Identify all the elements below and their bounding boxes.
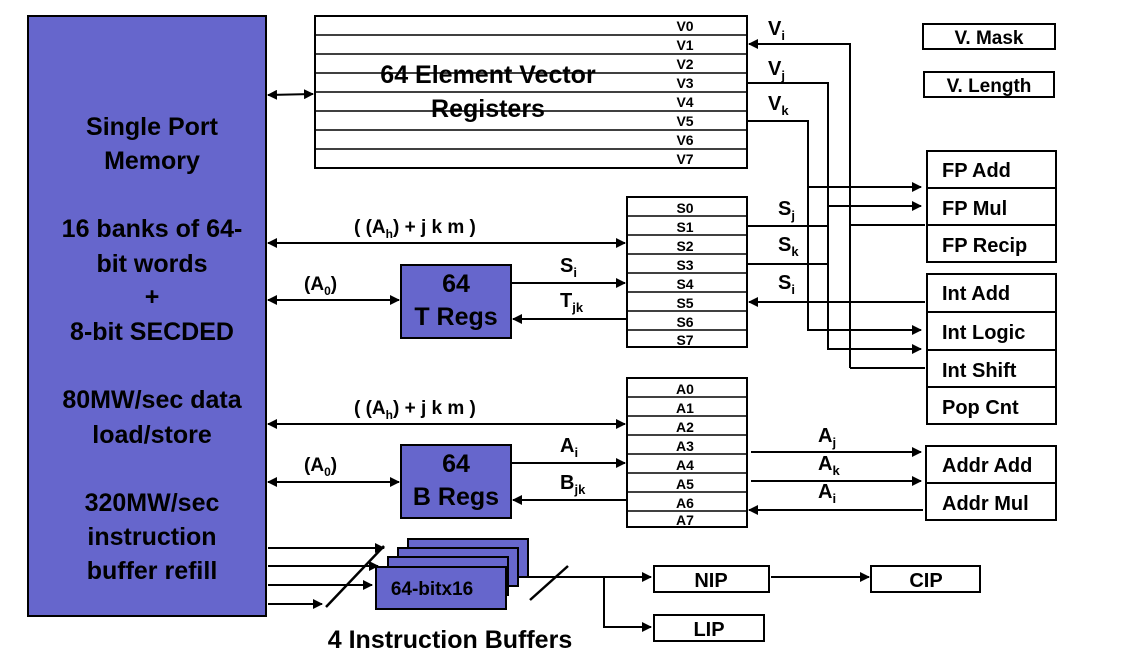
memory-plus: +: [145, 283, 160, 311]
vreg-row: V6: [676, 132, 693, 148]
sreg-row: S6: [676, 314, 693, 330]
memory-secded: 8-bit SECDED: [70, 318, 234, 346]
v-length-box: [923, 71, 1055, 98]
vk-label: Vk: [768, 93, 789, 118]
int-logic-label: Int Logic: [942, 322, 1025, 344]
s-registers: S0 S1 S2 S3 S4 S5 S6 S7: [626, 196, 748, 348]
memory-rate-1: 80MW/sec data: [62, 386, 242, 414]
vreg-row: V3: [676, 75, 693, 91]
instruction-buffers-caption: 4 Instruction Buffers: [328, 626, 572, 654]
addr-units: Addr Add Addr Mul: [925, 445, 1057, 521]
vreg-row: V4: [676, 94, 693, 110]
areg-row: A6: [676, 495, 694, 511]
vector-registers: V0 V1 V2 V3 V4 V5 V6 V7 64 Element Vecto…: [314, 15, 748, 169]
memory-title-2: Memory: [104, 147, 200, 175]
t-regs-block: [400, 264, 512, 339]
vreg-row: V5: [676, 113, 693, 129]
b-regs-count: 64: [442, 450, 470, 478]
lip-label: LIP: [693, 619, 724, 641]
sreg-row: S2: [676, 238, 693, 254]
areg-row: A2: [676, 419, 694, 435]
sk-label: Sk: [778, 234, 799, 259]
vreg-row: V2: [676, 56, 693, 72]
vreg-title-1: 64 Element Vector: [380, 61, 596, 89]
ai-label: Ai: [818, 481, 836, 506]
sreg-row: S3: [676, 257, 693, 273]
aj-label: Aj: [818, 425, 836, 450]
memory-rate-2: load/store: [92, 421, 212, 449]
memory-title-1: Single Port: [86, 113, 219, 141]
areg-row: A1: [676, 400, 694, 416]
memory-banks-2: bit words: [96, 250, 207, 278]
v-length-label: V. Length: [947, 76, 1032, 97]
b-a0-bus-label: (A0): [304, 455, 337, 479]
t-regs-count: 64: [442, 270, 470, 298]
cip-box: [870, 565, 981, 593]
t-regs-label: T Regs: [414, 303, 497, 331]
addr-add-label: Addr Add: [942, 455, 1032, 477]
vreg-row: V0: [676, 18, 693, 34]
lip-box: [653, 614, 765, 642]
areg-row: A4: [676, 457, 694, 473]
nip-box: [653, 565, 770, 593]
a-address-bus-label: ( (Ah) + j k m ): [354, 398, 476, 422]
areg-row: A0: [676, 381, 694, 397]
vi-label: Vi: [768, 18, 785, 43]
fp-mul-label: FP Mul: [942, 198, 1007, 220]
sreg-row: S1: [676, 219, 693, 235]
bjk-label: Bjk: [560, 472, 586, 497]
fp-recip-label: FP Recip: [942, 235, 1027, 257]
cip-label: CIP: [909, 570, 942, 592]
instruction-buffers: 64-bitx16: [375, 538, 529, 610]
tjk-label: Tjk: [560, 290, 584, 315]
memory-block: [27, 15, 267, 617]
sreg-row: S5: [676, 295, 693, 311]
memory-refill-2: instruction: [87, 523, 216, 551]
ak-label: Ak: [818, 453, 840, 478]
b-regs-label: B Regs: [413, 483, 499, 511]
a-registers: A0 A1 A2 A3 A4 A5 A6 A7: [626, 377, 748, 528]
vreg-title-2: Registers: [431, 95, 545, 123]
b-ai-label: Ai: [560, 435, 578, 460]
connection-lines: [267, 39, 925, 632]
vreg-row: V1: [676, 37, 693, 53]
nip-label: NIP: [694, 570, 727, 592]
v-mask-label: V. Mask: [954, 28, 1023, 49]
int-units: Int Add Int Logic Int Shift Pop Cnt: [926, 273, 1057, 425]
instruction-buffer-label: 64-bitx16: [391, 579, 473, 600]
areg-row: A7: [676, 512, 694, 528]
memory-banks-1: 16 banks of 64-: [62, 215, 243, 243]
b-regs-block: [400, 444, 512, 519]
s-address-bus-label: ( (Ah) + j k m ): [354, 217, 476, 241]
memory-refill-3: buffer refill: [87, 557, 218, 585]
vj-label: Vj: [768, 58, 785, 83]
int-add-label: Int Add: [942, 283, 1010, 305]
si-label: Si: [778, 272, 795, 297]
sreg-row: S7: [676, 332, 693, 348]
sreg-row: S4: [676, 276, 693, 292]
t-si-label: Si: [560, 255, 577, 280]
sreg-row: S0: [676, 200, 693, 216]
sj-label: Sj: [778, 198, 795, 223]
t-a0-bus-label: (A0): [304, 274, 337, 298]
pop-cnt-label: Pop Cnt: [942, 397, 1019, 419]
fp-units: FP Add FP Mul FP Recip: [926, 150, 1057, 263]
areg-row: A5: [676, 476, 694, 492]
v-mask-box: [922, 23, 1056, 50]
memory-refill-1: 320MW/sec: [85, 489, 220, 517]
vreg-row: V7: [676, 151, 693, 167]
int-shift-label: Int Shift: [942, 360, 1017, 382]
areg-row: A3: [676, 438, 694, 454]
addr-mul-label: Addr Mul: [942, 493, 1029, 515]
fp-add-label: FP Add: [942, 160, 1011, 182]
